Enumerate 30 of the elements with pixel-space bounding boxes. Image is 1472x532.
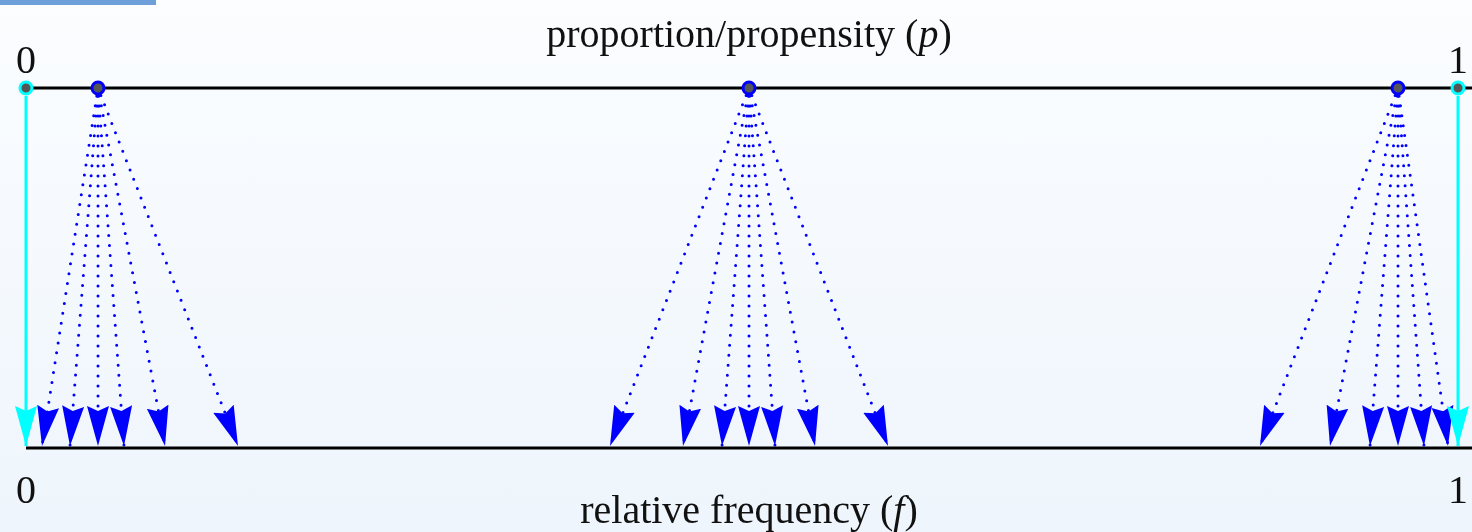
arrow — [62, 94, 99, 448]
arrow — [1258, 93, 1397, 448]
tick-label: 1 — [1448, 40, 1468, 80]
arrow — [1397, 94, 1454, 448]
tick-label: 0 — [16, 40, 36, 80]
tick-label: 1 — [1448, 470, 1468, 510]
point-marker — [1390, 80, 1406, 96]
arrow — [1447, 96, 1469, 446]
arrow — [748, 94, 784, 448]
arrow — [608, 93, 748, 448]
arrow — [714, 94, 750, 448]
point-marker — [18, 80, 34, 96]
arrow — [748, 94, 819, 448]
arrow — [1362, 94, 1399, 448]
arrow — [1326, 94, 1398, 448]
arrow — [37, 94, 99, 448]
axis-title: proportion/propensity (p) — [546, 14, 952, 54]
arrow — [1397, 94, 1433, 448]
arrow — [15, 96, 37, 446]
arrow — [679, 94, 750, 448]
point-marker — [90, 80, 106, 96]
arrow — [99, 93, 240, 448]
point-marker — [741, 80, 757, 96]
axis-line — [26, 446, 1472, 450]
tick-label: 0 — [16, 470, 36, 510]
arrow — [97, 94, 133, 448]
arrow — [97, 94, 169, 448]
axis-title: relative frequency (f) — [580, 490, 918, 530]
arrow — [750, 93, 890, 448]
point-marker — [1450, 80, 1466, 96]
